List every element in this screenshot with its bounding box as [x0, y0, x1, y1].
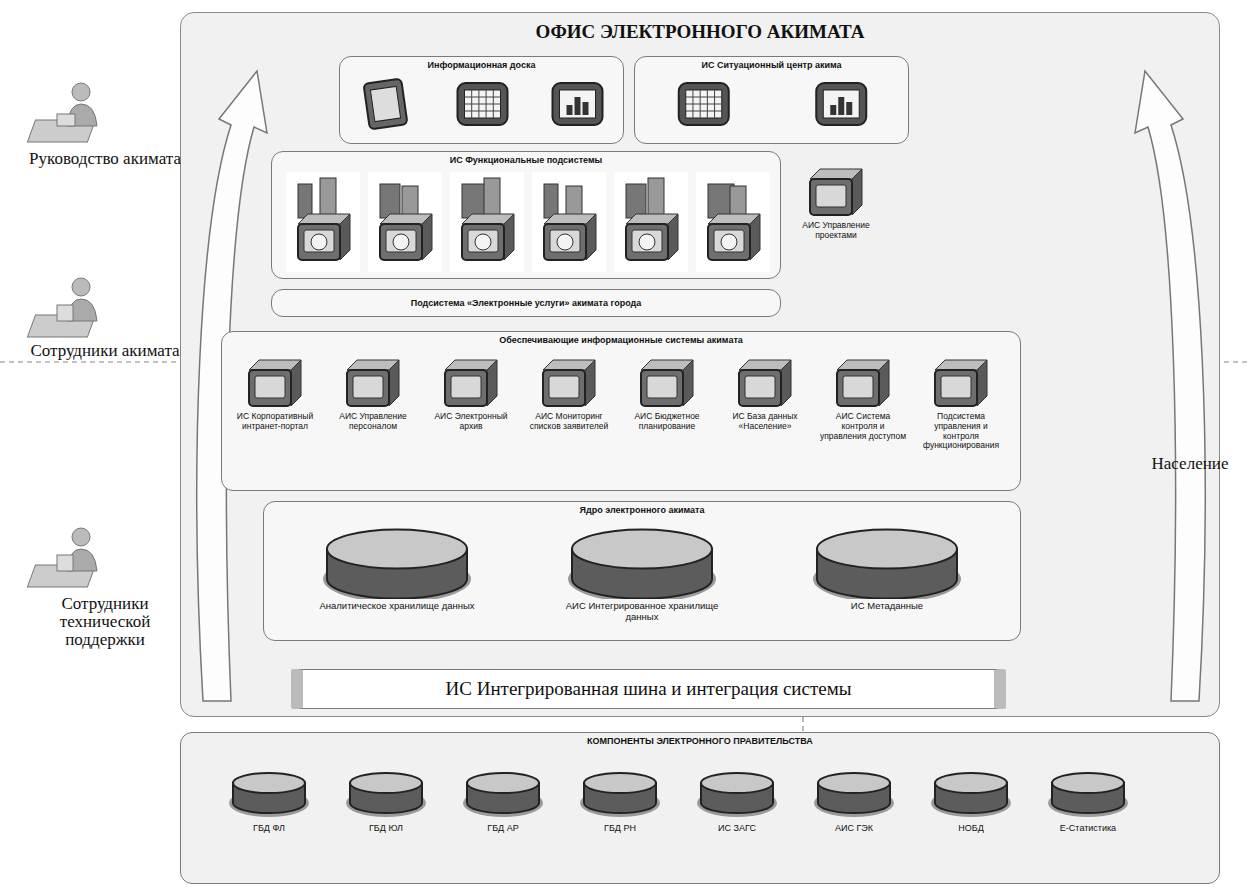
- group-box: Обеспечивающие информационные системы ак…: [221, 331, 1021, 491]
- server-icon: [718, 354, 812, 412]
- system-server: ИС База данных «Население»: [718, 354, 812, 488]
- database-label: ИС ЗАГС: [691, 823, 783, 833]
- band-box: Подсистема «Электронные услуги» акимата …: [271, 289, 781, 317]
- system-label: Подсистема управления и контроля функцио…: [914, 412, 1008, 451]
- cylinder-icon: [925, 769, 1017, 821]
- screen-icons: [340, 57, 625, 145]
- system-server: ИС Корпоративный интранет-портал: [228, 354, 322, 488]
- database-cylinder: ГБД ФЛ: [223, 769, 315, 859]
- server-icon: [816, 354, 910, 412]
- database-label: АИС ГЭК: [808, 823, 900, 833]
- database-cylinder: Аналитическое хранилище данных: [302, 527, 492, 635]
- system-server: АИС Управление персоналом: [326, 354, 420, 488]
- group-heading: КОМПОНЕНТЫ ЭЛЕКТРОННОГО ПРАВИТЕЛЬСТВА: [584, 736, 816, 746]
- database-cylinder: АИС Интегрированное хранилище данных: [547, 527, 737, 635]
- band-label: Подсистема «Электронные услуги» акимата …: [408, 298, 644, 308]
- subsystem-icons: [272, 152, 782, 280]
- system-server: АИС Управление проектами: [788, 163, 884, 263]
- cylinder-icon: [574, 769, 666, 821]
- system-label: АИС Система контроля и управления доступ…: [816, 412, 910, 441]
- cylinder-icon: [223, 769, 315, 821]
- database-cylinder: НОБД: [925, 769, 1017, 859]
- database-label: Е-Статистика: [1042, 823, 1134, 833]
- database-cylinder: ГБД АР: [457, 769, 549, 859]
- cylinder-icon: [792, 527, 982, 599]
- database-label: ГБД АР: [457, 823, 549, 833]
- cylinder-icon: [547, 527, 737, 599]
- actor-label: Сотрудники акимата: [20, 342, 190, 360]
- server-icon: [914, 354, 1008, 412]
- server-icon: [620, 354, 714, 412]
- server-icon: [522, 354, 616, 412]
- person-figure: [27, 528, 97, 587]
- database-cylinder: ГБД РН: [574, 769, 666, 859]
- person-figure: [27, 278, 97, 337]
- server-icon: [788, 163, 884, 221]
- group-heading: Ядро электронного акимата: [577, 505, 708, 515]
- screen-icons: [635, 57, 910, 145]
- database-label: НОБД: [925, 823, 1017, 833]
- cylinder-icon: [1042, 769, 1134, 821]
- cylinder-icon: [457, 769, 549, 821]
- cylinder-icon: [340, 769, 432, 821]
- database-cylinder: ИС Метаданные: [792, 527, 982, 635]
- cylinder-icon: [808, 769, 900, 821]
- group-box: ИС Функциональные подсистемы: [271, 151, 781, 279]
- actor-label: Сотрудники технической поддержки: [20, 595, 190, 649]
- system-server: АИС Мониторинг списков заявителей: [522, 354, 616, 488]
- system-server: АИС Система контроля и управления доступ…: [816, 354, 910, 488]
- system-server: АИС Электронный архив: [424, 354, 518, 488]
- server-icon: [326, 354, 420, 412]
- band-box: ИС Интегрированная шина и интеграция сис…: [291, 669, 1006, 709]
- group-heading: ИС Ситуационный центр акима: [698, 60, 844, 70]
- person-figure: [27, 83, 97, 142]
- server-icon: [228, 354, 322, 412]
- database-cylinder: ГБД ЮЛ: [340, 769, 432, 859]
- frame-title: ОФИС ЭЛЕКТРОННОГО АКИМАТА: [531, 21, 868, 43]
- database-label: Аналитическое хранилище данных: [302, 601, 492, 612]
- system-label: ИС Корпоративный интранет-портал: [228, 412, 322, 432]
- group-box: Информационная доска: [339, 56, 624, 144]
- database-label: ГБД ЮЛ: [340, 823, 432, 833]
- system-label: ИС База данных «Население»: [718, 412, 812, 432]
- system-label: АИС Электронный архив: [424, 412, 518, 432]
- actor-label: Население: [1135, 455, 1245, 473]
- database-label: ГБД ФЛ: [223, 823, 315, 833]
- database-label: АИС Интегрированное хранилище данных: [547, 601, 737, 623]
- database-cylinder: АИС ГЭК: [808, 769, 900, 859]
- group-box: КОМПОНЕНТЫ ЭЛЕКТРОННОГО ПРАВИТЕЛЬСТВА ГБД…: [180, 732, 1220, 884]
- group-heading: Информационная доска: [425, 60, 539, 70]
- band-label: ИС Интегрированная шина и интеграция сис…: [443, 678, 855, 700]
- system-label: АИС Мониторинг списков заявителей: [522, 412, 616, 432]
- office-frame: ОФИС ЭЛЕКТРОННОГО АКИМАТА Информационная …: [180, 12, 1220, 717]
- group-box: ИС Ситуационный центр акима: [634, 56, 909, 144]
- database-cylinder: ИС ЗАГС: [691, 769, 783, 859]
- system-server: Подсистема управления и контроля функцио…: [914, 354, 1008, 488]
- cylinder-icon: [302, 527, 492, 599]
- system-label: АИС Управление персоналом: [326, 412, 420, 432]
- group-heading: ИС Функциональные подсистемы: [447, 155, 606, 165]
- group-heading: Обеспечивающие информационные системы ак…: [496, 335, 746, 345]
- database-cylinder: Е-Статистика: [1042, 769, 1134, 859]
- actor-label: Руководство акимата: [20, 150, 190, 168]
- system-label: АИС Управление проектами: [788, 221, 884, 241]
- group-box: Ядро электронного акиматаАналитическое х…: [263, 501, 1021, 641]
- database-label: ГБД РН: [574, 823, 666, 833]
- server-icon: [424, 354, 518, 412]
- cylinder-icon: [691, 769, 783, 821]
- system-label: АИС Бюджетное планирование: [620, 412, 714, 432]
- database-label: ИС Метаданные: [792, 601, 982, 612]
- system-server: АИС Бюджетное планирование: [620, 354, 714, 488]
